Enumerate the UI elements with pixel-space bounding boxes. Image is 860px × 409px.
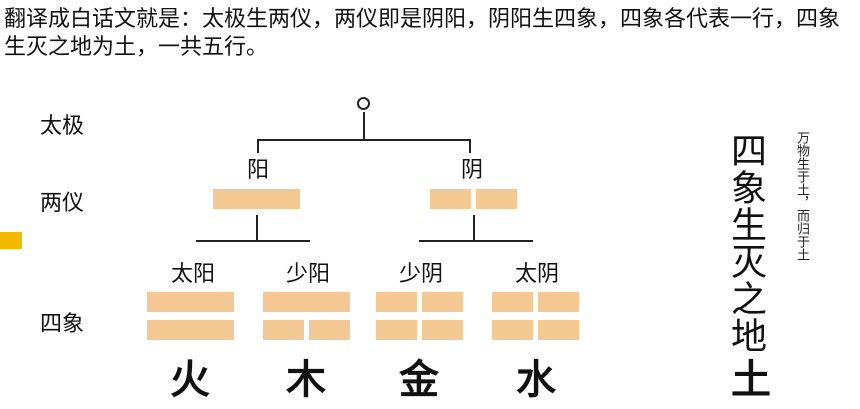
row-label-liangyi: 两仪 [40,191,85,216]
shao-yin-bottom-bar-left [376,320,417,340]
row-label-sixiang: 四象 [40,312,85,337]
connector-line [196,240,310,242]
shao-yin-bottom-bar-right [422,320,463,340]
earth-column-note: 万物生于土，而归于土 [794,131,809,261]
connector-line [419,240,533,242]
side-marker [0,232,22,249]
tai-yin-bottom-bar-left [492,320,533,340]
earth-column-main: 四象生灭之地 [725,132,766,354]
tai-yin-bottom-bar-right [538,320,579,340]
intro-text: 翻译成白话文就是：太极生两仪，两仪即是阴阳，阴阳生四象，四象各代表一行，四象生灭… [4,7,841,60]
shao-yang-bottom-bar-left [263,320,304,340]
yin-line-bar-left [430,189,471,209]
connector-line [256,215,258,241]
element-wood: 木 [286,356,326,403]
label-shao-yang: 少阳 [285,262,330,287]
element-fire: 火 [170,356,210,403]
shao-yin-top-bar-right [422,292,463,312]
connector-line [363,112,365,140]
element-earth: 土 [731,356,771,403]
shao-yang-top-bar [263,292,350,312]
shao-yin-top-bar-left [376,292,417,312]
connector-line [257,139,471,141]
tai-yin-top-bar-left [492,292,533,312]
tai-yang-bottom-bar [147,320,234,340]
yin-line-bar-right [476,189,517,209]
taiji-circle-icon [357,97,370,110]
label-shao-yin: 少阴 [398,262,443,287]
tai-yang-top-bar [147,292,234,312]
element-metal: 金 [399,356,439,403]
connector-line [257,139,259,153]
connector-line [469,139,471,153]
label-yang: 阳 [246,158,269,183]
element-water: 水 [516,356,556,403]
label-yin: 阴 [460,158,483,183]
label-tai-yang: 太阳 [170,262,215,287]
connector-line [473,215,475,241]
yang-line-bar [213,189,300,209]
shao-yang-bottom-bar-right [309,320,350,340]
label-tai-yin: 太阴 [514,262,559,287]
tai-yin-top-bar-right [538,292,579,312]
row-label-taiji: 太极 [40,114,85,139]
